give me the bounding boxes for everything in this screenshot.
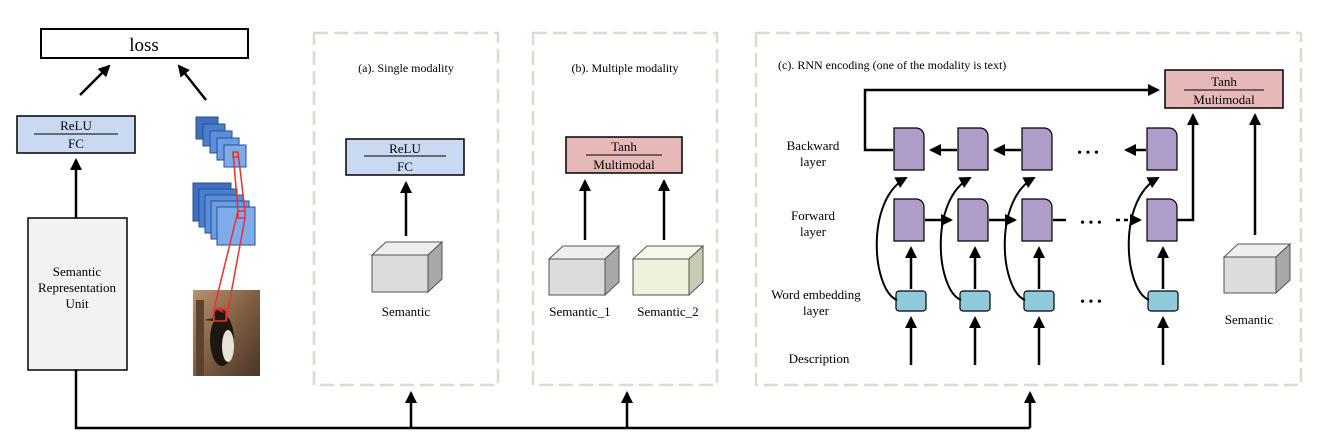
embedding-cell-4 [1147, 290, 1179, 312]
embedding-ellipsis: • • • [1080, 295, 1102, 310]
panel-multiple-title: (b). Multiple modality [572, 61, 679, 75]
rnn-semantic-label: Semantic [1225, 312, 1274, 327]
cnn-feature-maps-small [195, 116, 247, 168]
backward-label-2: layer [800, 154, 827, 169]
multiple-tanh-box: Tanh Multimodal [565, 136, 683, 174]
rnn-semantic-cube [1222, 242, 1292, 295]
receptive-field-lines [213, 151, 246, 322]
arrow-cnn-to-loss [177, 64, 207, 101]
backward-label-1: Backward [787, 138, 840, 153]
panel-multiple-border [531, 31, 719, 387]
unit-line-1: Semantic [53, 264, 102, 279]
embedding-cell-2 [959, 290, 991, 312]
multiple-semantic-cube-1 [547, 244, 621, 297]
panel-single-border [312, 31, 500, 387]
single-fc-label: FC [397, 159, 413, 174]
forward-cell-1 [893, 198, 925, 242]
panel-rnn-border [754, 31, 1303, 387]
relu-fc-box: ReLU FC [16, 115, 136, 154]
backward-cell-2 [957, 127, 989, 171]
rnn-tanh-label: Tanh [1211, 74, 1237, 89]
forward-cell-2 [957, 198, 989, 242]
loss-box: loss [40, 28, 249, 59]
rnn-multimodal-label: Multimodal [1193, 92, 1255, 107]
multiple-semantic-1-label: Semantic_1 [549, 304, 610, 319]
forward-cell-3 [1021, 198, 1053, 242]
description-arrows [905, 316, 1169, 365]
panel-rnn-title: (c). RNN encoding (one of the modality i… [778, 58, 1006, 72]
embedding-cell-3 [1023, 290, 1055, 312]
forward-cell-4 [1146, 198, 1178, 242]
bottom-connector-line [74, 370, 1030, 430]
forward-cells [893, 198, 1178, 242]
forward-label-2: layer [800, 224, 827, 239]
multiple-multimodal-label: Multimodal [593, 157, 655, 172]
loss-label: loss [129, 35, 159, 56]
woodpecker-image [193, 290, 260, 376]
relu-label: ReLU [60, 118, 92, 133]
multiple-semantic-2-label: Semantic_2 [637, 304, 698, 319]
panel-single-title: (a). Single modality [358, 61, 454, 75]
embedding-label-2: layer [803, 303, 830, 318]
rnn-tanh-box: Tanh Multimodal [1164, 69, 1284, 109]
arrow-fc-to-loss [79, 64, 111, 96]
backward-cells [893, 127, 1178, 171]
embedding-to-backward-curves [875, 177, 1160, 301]
backward-ellipsis: • • • [1077, 146, 1099, 161]
embedding-label-1: Word embedding [771, 287, 861, 302]
backward-cell-1 [893, 127, 925, 171]
single-relu-fc-box: ReLU FC [345, 138, 465, 176]
single-semantic-label: Semantic [382, 304, 431, 319]
forward-label-1: Forward [791, 208, 836, 223]
semantic-representation-unit: Semantic Representation Unit [27, 217, 128, 371]
multiple-tanh-label: Tanh [611, 139, 637, 154]
backward-cell-4 [1146, 127, 1178, 171]
description-label: Description [789, 351, 850, 366]
backward-cell-3 [1021, 127, 1053, 171]
embedding-cells [895, 290, 1179, 312]
single-semantic-cube [370, 240, 444, 294]
embedding-to-forward-arrows [905, 246, 1169, 289]
unit-line-2: Representation [38, 280, 116, 295]
fc-label: FC [68, 136, 84, 151]
single-relu-label: ReLU [389, 141, 421, 156]
embedding-cell-1 [895, 290, 927, 312]
multiple-semantic-cube-2 [631, 244, 705, 297]
forward-output-arrow [1177, 113, 1199, 222]
forward-ellipsis: • • • [1080, 216, 1102, 231]
backward-output-arrow [863, 84, 1160, 152]
unit-line-3: Unit [65, 296, 89, 311]
